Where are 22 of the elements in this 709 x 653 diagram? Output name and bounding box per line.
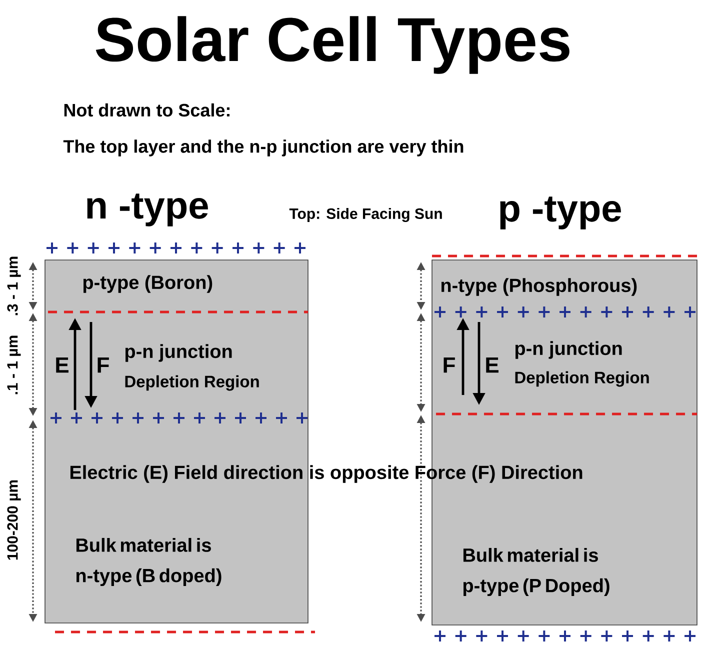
region-label: Depletion Region — [515, 371, 649, 387]
field-letter: E — [486, 357, 498, 373]
dimension-label: .1 - 1 µm — [7, 336, 21, 394]
panel-heading: n -type — [87, 194, 208, 226]
layer-label: n-type (Phosphorous) — [441, 278, 637, 296]
note: The top layer and the n-p junction are very thin — [63, 140, 464, 156]
field-letter: E — [56, 357, 68, 373]
force-letter: F — [444, 357, 455, 373]
force-letter: F — [98, 357, 109, 373]
junction-label: p-n junction — [125, 344, 232, 362]
junction-label: p-n junction — [515, 341, 622, 359]
side-label: Top: Side Facing Sun — [289, 208, 442, 222]
title: Solar Cell Types — [96, 16, 570, 74]
dimension-label: .3 - 1 µm — [7, 256, 21, 316]
note: Not drawn to Scale: — [64, 103, 230, 117]
layer-label: p-type (Boron) — [83, 275, 212, 293]
bulk-label: Bulk material is n-type (B doped) — [76, 538, 222, 586]
region-label: Depletion Region — [125, 375, 259, 391]
bulk-label: Bulk material is p-type (P Doped) — [463, 548, 610, 596]
panel-heading: p -type — [500, 196, 621, 230]
dimension-label: 100-200 µm — [7, 480, 21, 560]
statement: Electric (E) Field direction is opposite Force (F) Direction — [70, 465, 582, 483]
